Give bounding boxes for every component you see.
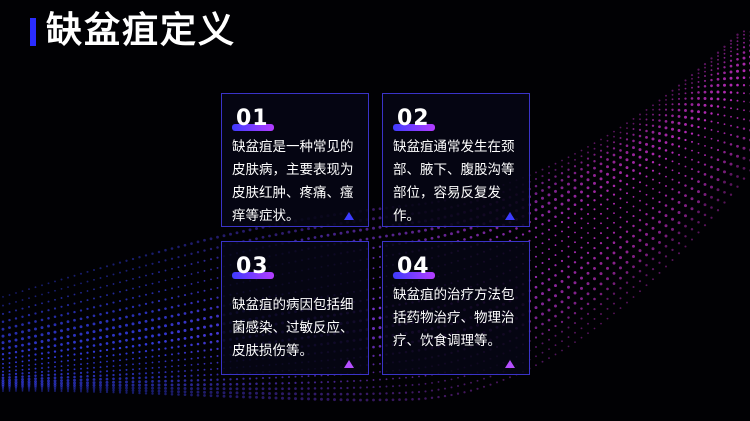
card-number: 02 — [397, 106, 430, 131]
card-number: 04 — [397, 254, 430, 279]
card-number: 01 — [236, 106, 269, 131]
number-underline — [232, 124, 274, 131]
card-number: 03 — [236, 254, 269, 279]
definition-card-4: 04 缺盆疽的治疗方法包括药物治疗、物理治疗、饮食调理等。 — [382, 241, 530, 375]
definition-card-3: 03 缺盆疽的病因包括细菌感染、过敏反应、皮肤损伤等。 — [221, 241, 369, 375]
card-text: 缺盆疽的病因包括细菌感染、过敏反应、皮肤损伤等。 — [232, 297, 354, 359]
definition-card-1: 01 缺盆疽是一种常见的皮肤病，主要表现为皮肤红肿、疼痛、瘙痒等症状。 — [221, 93, 369, 227]
triangle-icon — [344, 212, 354, 220]
page-title: 缺盆疽定义 — [46, 10, 237, 51]
triangle-icon — [344, 360, 354, 368]
card-text: 缺盆疽是一种常见的皮肤病，主要表现为皮肤红肿、疼痛、瘙痒等症状。 — [232, 139, 354, 224]
title-accent-bar — [30, 18, 36, 46]
card-text: 缺盆疽通常发生在颈部、腋下、腹股沟等部位，容易反复发作。 — [393, 139, 515, 224]
triangle-icon — [505, 360, 515, 368]
card-text: 缺盆疽的治疗方法包括药物治疗、物理治疗、饮食调理等。 — [393, 287, 515, 349]
number-underline — [393, 272, 435, 279]
number-underline — [393, 124, 435, 131]
number-underline — [232, 272, 274, 279]
triangle-icon — [505, 212, 515, 220]
definition-card-2: 02 缺盆疽通常发生在颈部、腋下、腹股沟等部位，容易反复发作。 — [382, 93, 530, 227]
